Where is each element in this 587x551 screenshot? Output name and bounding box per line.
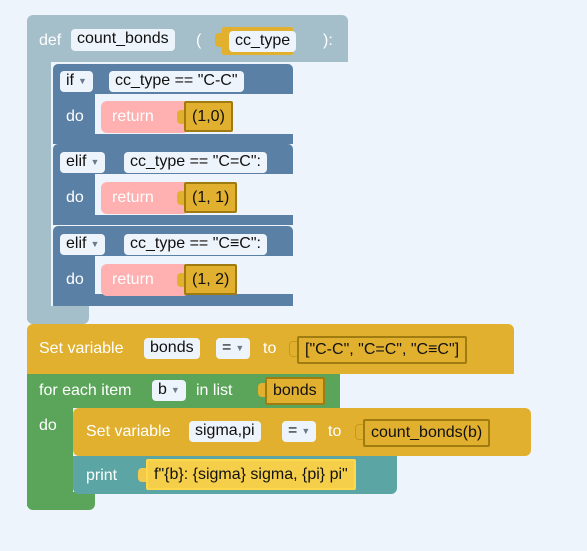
return-keyword: return [112,271,154,288]
set-variable-label: Set variable [39,340,124,357]
return-value-block[interactable]: (1, 2) [184,264,238,295]
list-value-block[interactable]: ["C-C", "C=C", "C≡C"] [297,336,468,364]
dropdown-arrow-icon: ▼ [90,239,100,249]
in-list-label: in list [196,382,233,399]
elif-keyword-dropdown[interactable]: elif▼ [60,152,106,173]
return-value-connector [177,273,185,287]
if-keyword: if [66,72,74,90]
set-variable-label: Set variable [86,423,171,440]
variable-name-field[interactable]: sigma,pi [189,421,261,442]
return-keyword: return [112,108,154,125]
return-block[interactable] [101,182,189,214]
dropdown-arrow-icon: ▼ [301,426,311,436]
return-block[interactable] [101,264,189,296]
if-block-bottom [53,134,293,144]
loop-variable-dropdown[interactable]: b▼ [152,380,186,401]
operator-value: = [288,422,298,440]
to-label: to [263,340,277,357]
if-condition-field[interactable]: cc_type == "C-C" [109,71,244,92]
if-block-spine [53,92,95,142]
do-label: do [39,417,57,434]
for-each-bottom [27,492,95,510]
close-paren: ): [323,32,333,49]
elif-condition-field[interactable]: cc_type == "C≡C": [124,234,267,255]
function-name-field[interactable]: count_bonds [71,29,175,51]
dropdown-arrow-icon: ▼ [170,385,180,395]
fstring-value-block[interactable]: f"{b}: {sigma} sigma, {pi} pi" [146,459,356,490]
do-label: do [66,189,84,206]
dropdown-arrow-icon: ▼ [78,76,87,86]
return-value-connector [177,191,185,205]
return-value-block[interactable]: (1, 1) [184,182,238,213]
elif-keyword: elif [66,235,87,253]
open-paren: ( [196,32,202,49]
parameter-field[interactable]: cc_type [229,31,297,52]
elif-keyword: elif [66,153,87,171]
variable-name-field[interactable]: bonds [144,338,200,359]
elif-condition-field[interactable]: cc_type == "C=C": [124,152,267,173]
elif-block-bottom [53,294,293,306]
elif-keyword-dropdown[interactable]: elif▼ [60,234,106,255]
dropdown-arrow-icon: ▼ [90,157,100,167]
if-keyword-dropdown[interactable]: if ▼ [60,71,93,92]
operator-dropdown[interactable]: =▼ [216,338,251,359]
to-label: to [328,423,342,440]
print-label: print [86,467,118,484]
function-call-block[interactable]: count_bonds(b) [363,419,491,447]
list-connector [258,383,266,397]
return-keyword: return [112,189,154,206]
for-each-spine [27,406,73,506]
function-definition-bottom [27,306,89,324]
function-body-spine [27,60,51,320]
param-connector [215,33,223,47]
return-value-block[interactable]: (1,0) [184,101,233,132]
loop-variable: b [158,381,167,399]
do-label: do [66,271,84,288]
print-value-connector [138,468,146,482]
return-value-connector [177,110,185,124]
return-block[interactable] [101,101,189,133]
for-each-label: for each item [39,382,132,399]
elif-block-spine [53,172,95,222]
dropdown-arrow-icon: ▼ [235,343,245,353]
operator-value: = [222,339,232,357]
do-label: do [66,108,84,125]
elif-block-bottom [53,215,293,225]
list-variable-block[interactable]: bonds [265,377,325,405]
def-keyword: def [39,32,62,49]
operator-dropdown[interactable]: =▼ [282,421,317,442]
